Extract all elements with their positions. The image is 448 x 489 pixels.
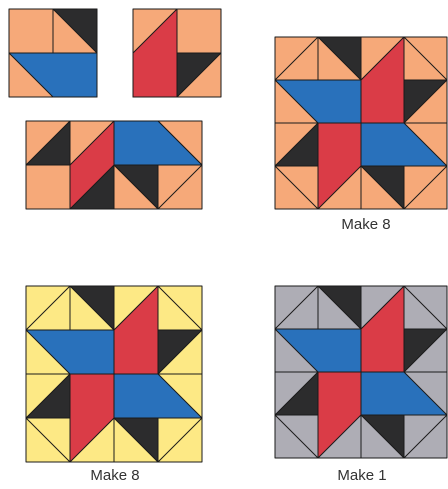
star-block-orange bbox=[275, 37, 447, 209]
caption-gray-block: Make 1 bbox=[302, 467, 422, 485]
unit-b-red-parallelogram bbox=[133, 9, 221, 97]
star-block-gray bbox=[275, 286, 447, 458]
unit-a-blue-trapezoid bbox=[9, 9, 97, 97]
combined-row-unit bbox=[26, 121, 202, 209]
star-block-yellow bbox=[26, 286, 202, 462]
caption-orange-block: Make 8 bbox=[306, 216, 426, 234]
caption-yellow-block: Make 8 bbox=[55, 467, 175, 485]
